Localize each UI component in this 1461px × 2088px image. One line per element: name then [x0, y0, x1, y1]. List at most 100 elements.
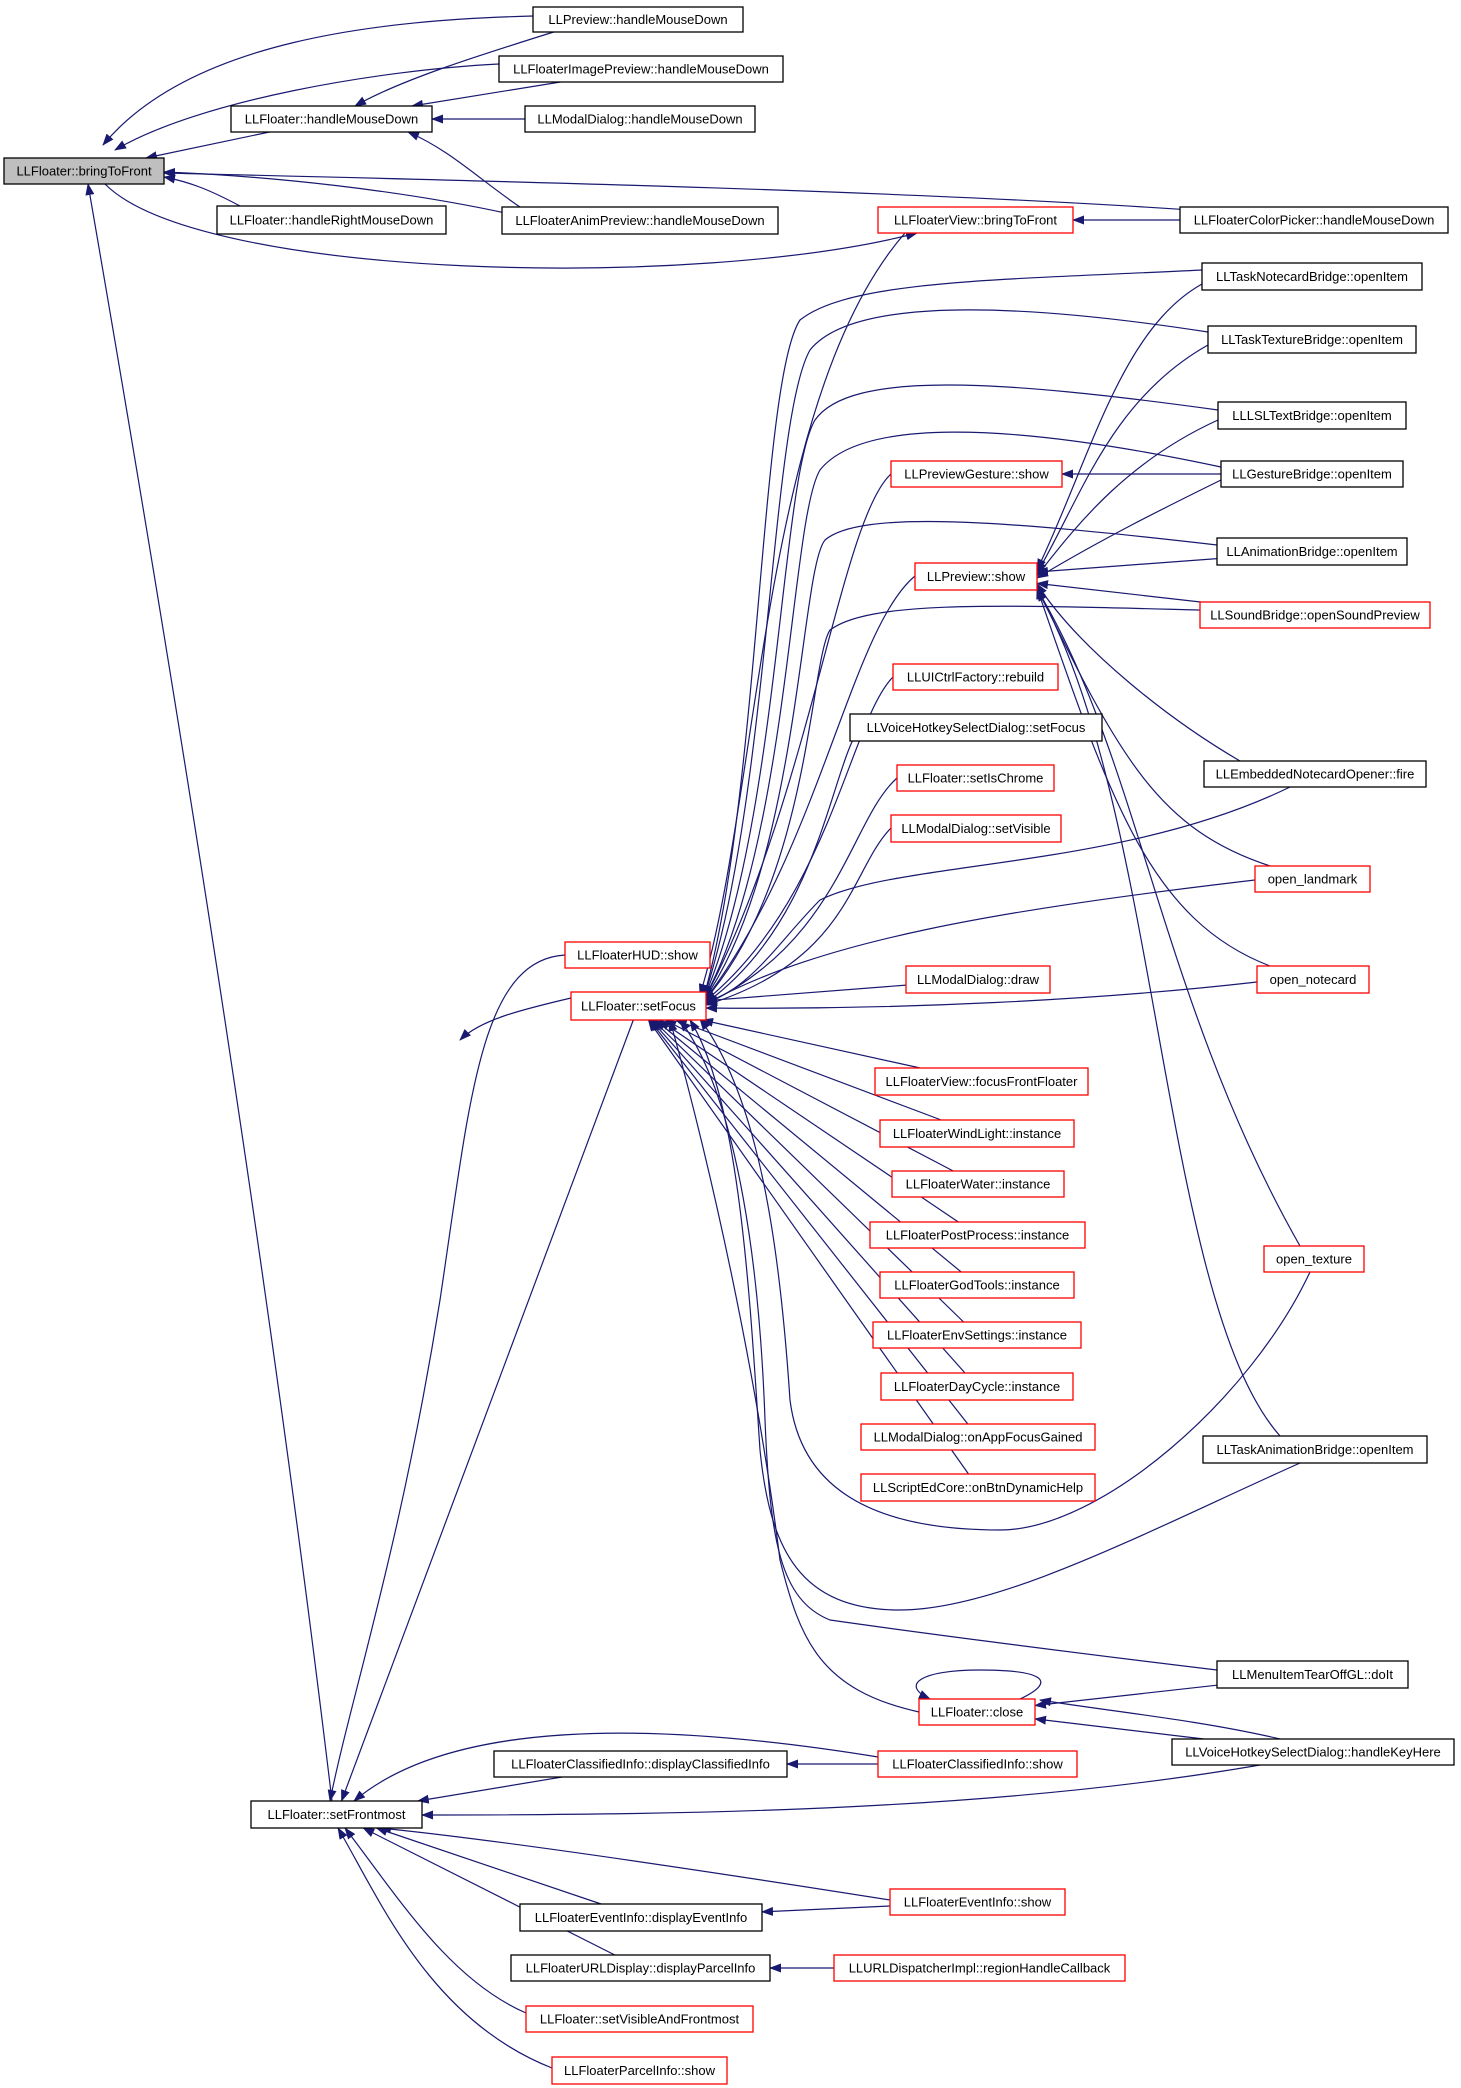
node-modalAppFocus[interactable]: LLModalDialog::onAppFocusGained — [860, 1423, 1096, 1451]
node-setFrontmost[interactable]: LLFloater::setFrontmost — [250, 1800, 423, 1829]
node-urlRegionCb[interactable]: LLURLDispatcherImpl::regionHandleCallbac… — [833, 1954, 1126, 1982]
node-label: LLLSLTextBridge::openItem — [1232, 408, 1391, 423]
node-lslText[interactable]: LLLSLTextBridge::openItem — [1217, 401, 1407, 430]
node-eventShow[interactable]: LLFloaterEventInfo::show — [889, 1888, 1066, 1916]
edge-colorPickerHMD-to-bringToFront — [163, 168, 1191, 211]
node-voiceSetFocus[interactable]: LLVoiceHotkeySelectDialog::setFocus — [849, 713, 1103, 742]
node-box — [890, 460, 1063, 488]
node-taskTexture[interactable]: LLTaskTextureBridge::openItem — [1207, 325, 1417, 354]
node-label: LLFloater::setVisibleAndFrontmost — [540, 2012, 740, 2027]
node-floaterHRMD[interactable]: LLFloater::handleRightMouseDown — [216, 205, 447, 235]
node-envSettings[interactable]: LLFloaterEnvSettings::instance — [872, 1321, 1082, 1349]
edge-focusFront-to-setFocus — [701, 1017, 921, 1069]
node-animBridge[interactable]: LLAnimationBridge::openItem — [1216, 537, 1408, 566]
node-label: LLFloater::close — [931, 1705, 1024, 1720]
node-hudShow[interactable]: LLFloaterHUD::show — [564, 941, 711, 969]
edge-soundBridge-to-previewShow — [1036, 580, 1201, 603]
edge-openTexture-to-previewShow — [1036, 588, 1301, 1247]
node-gestureBridge[interactable]: LLGestureBridge::openItem — [1220, 460, 1404, 488]
node-box — [1171, 1738, 1455, 1766]
node-voiceHandleKey[interactable]: LLVoiceHotkeySelectDialog::handleKeyHere — [1171, 1738, 1455, 1766]
edge-voiceHandleKey-to-floaterClose — [1034, 1715, 1204, 1740]
node-setFocus[interactable]: LLFloater::setFocus — [570, 991, 707, 1021]
edge-parcelShow-to-setFrontmost — [337, 1827, 553, 2069]
node-box — [1202, 1435, 1428, 1464]
edge-previewShow-to-setFocus — [703, 575, 916, 1002]
node-box — [230, 105, 433, 133]
node-soundBridge[interactable]: LLSoundBridge::openSoundPreview — [1199, 601, 1431, 629]
node-openLandmark[interactable]: open_landmark — [1254, 865, 1371, 893]
node-menuTearOff[interactable]: LLMenuItemTearOffGL::doIt — [1216, 1660, 1409, 1689]
edge-menuTearOff-to-floaterClose — [1034, 1684, 1218, 1709]
edge-animBridge-to-previewShow — [1036, 558, 1218, 576]
edge-previewHMD-to-bringToFront — [102, 15, 534, 146]
node-eventDisplay[interactable]: LLFloaterEventInfo::displayEventInfo — [519, 1903, 763, 1932]
node-previewHMD[interactable]: LLPreview::handleMouseDown — [532, 6, 744, 33]
node-classifiedDisplay[interactable]: LLFloaterClassifiedInfo::displayClassifi… — [493, 1750, 788, 1778]
edge-imgPreviewHMD-to-bringToFront — [114, 63, 500, 151]
node-label: open_landmark — [1268, 872, 1358, 887]
node-water[interactable]: LLFloaterWater::instance — [891, 1170, 1065, 1198]
node-taskAnimBridge[interactable]: LLTaskAnimationBridge::openItem — [1202, 1435, 1428, 1464]
node-box — [493, 1750, 788, 1778]
node-box — [860, 1473, 1096, 1502]
node-label: LLFloater::handleMouseDown — [245, 112, 418, 127]
node-openNotecard[interactable]: open_notecard — [1256, 965, 1370, 994]
node-focusFront[interactable]: LLFloaterView::focusFrontFloater — [874, 1067, 1089, 1096]
node-setIsChrome[interactable]: LLFloater::setIsChrome — [896, 764, 1055, 792]
node-floaterClose[interactable]: LLFloater::close — [918, 1698, 1036, 1726]
node-classifiedShow[interactable]: LLFloaterClassifiedInfo::show — [877, 1750, 1078, 1778]
node-previewShow[interactable]: LLPreview::show — [914, 562, 1038, 591]
node-label: LLTaskNotecardBridge::openItem — [1216, 269, 1408, 284]
node-box — [501, 206, 779, 235]
node-modalHMD[interactable]: LLModalDialog::handleMouseDown — [524, 105, 756, 133]
node-embeddedFire[interactable]: LLEmbeddedNotecardOpener::fire — [1203, 760, 1427, 788]
node-box — [1216, 537, 1408, 566]
node-setVisFront[interactable]: LLFloater::setVisibleAndFrontmost — [525, 2005, 754, 2033]
node-box — [525, 2005, 754, 2033]
node-colorPickerHMD[interactable]: LLFloaterColorPicker::handleMouseDown — [1179, 206, 1449, 234]
node-previewGesture[interactable]: LLPreviewGesture::show — [890, 460, 1063, 488]
node-box — [905, 965, 1051, 994]
node-box — [914, 562, 1038, 591]
node-label: LLURLDispatcherImpl::regionHandleCallbac… — [849, 1961, 1111, 1976]
edge-hudShow-to-setFrontmost — [327, 954, 566, 1802]
node-windLight[interactable]: LLFloaterWindLight::instance — [879, 1119, 1075, 1148]
node-parcelShow[interactable]: LLFloaterParcelInfo::show — [551, 2056, 728, 2085]
edge-voiceHandleKey-to-setFrontmost — [421, 1764, 1261, 1820]
node-imgPreviewHMD[interactable]: LLFloaterImagePreview::handleMouseDown — [498, 55, 784, 83]
node-uiRebuild[interactable]: LLUICtrlFactory::rebuild — [892, 663, 1059, 691]
node-floaterHMD[interactable]: LLFloater::handleMouseDown — [230, 105, 433, 133]
edge-embeddedFire-to-previewShow — [1036, 583, 1241, 762]
edge-eventShow-to-setFrontmost — [379, 1824, 891, 1901]
node-bringToFront[interactable]: LLFloater::bringToFront — [3, 157, 165, 185]
node-label: LLFloaterParcelInfo::show — [564, 2063, 716, 2078]
node-box — [849, 713, 1103, 742]
node-openTexture[interactable]: open_texture — [1263, 1245, 1365, 1273]
edge-eventDisplay-to-setFrontmost — [375, 1827, 602, 1905]
edge-modalAppFocus-to-setFocus — [648, 1019, 969, 1425]
node-postProcess[interactable]: LLFloaterPostProcess::instance — [869, 1221, 1086, 1249]
node-modalDraw[interactable]: LLModalDialog::draw — [905, 965, 1051, 994]
node-box — [1263, 1245, 1365, 1273]
node-dayCycle[interactable]: LLFloaterDayCycle::instance — [880, 1372, 1074, 1401]
node-label: LLFloaterGodTools::instance — [894, 1278, 1059, 1293]
node-label: LLFloater::setFocus — [581, 999, 696, 1014]
edge-lslText-to-previewShow — [1036, 419, 1219, 577]
node-box — [1216, 1660, 1409, 1689]
node-godTools[interactable]: LLFloaterGodTools::instance — [879, 1271, 1075, 1299]
node-animPreviewHMD[interactable]: LLFloaterAnimPreview::handleMouseDown — [501, 206, 779, 235]
node-box — [498, 55, 784, 83]
node-box — [250, 1800, 423, 1829]
edge-voiceSetFocus-to-setFocus — [705, 726, 861, 1004]
node-taskNotecard[interactable]: LLTaskNotecardBridge::openItem — [1201, 262, 1423, 291]
node-box — [216, 205, 447, 235]
node-scriptEdHelp[interactable]: LLScriptEdCore::onBtnDynamicHelp — [860, 1473, 1096, 1502]
edge-embeddedFire-to-setFocus — [705, 786, 1291, 1004]
node-urlDisplayParcel[interactable]: LLFloaterURLDisplay::displayParcelInfo — [510, 1954, 771, 1982]
node-modalSetVisible[interactable]: LLModalDialog::setVisible — [890, 814, 1062, 843]
edge-soundBridge-to-setFocus — [703, 605, 1201, 1002]
node-viewBringToFront[interactable]: LLFloaterView::bringToFront — [877, 206, 1074, 234]
node-label: LLTaskTextureBridge::openItem — [1221, 332, 1403, 347]
node-box — [860, 1423, 1096, 1451]
